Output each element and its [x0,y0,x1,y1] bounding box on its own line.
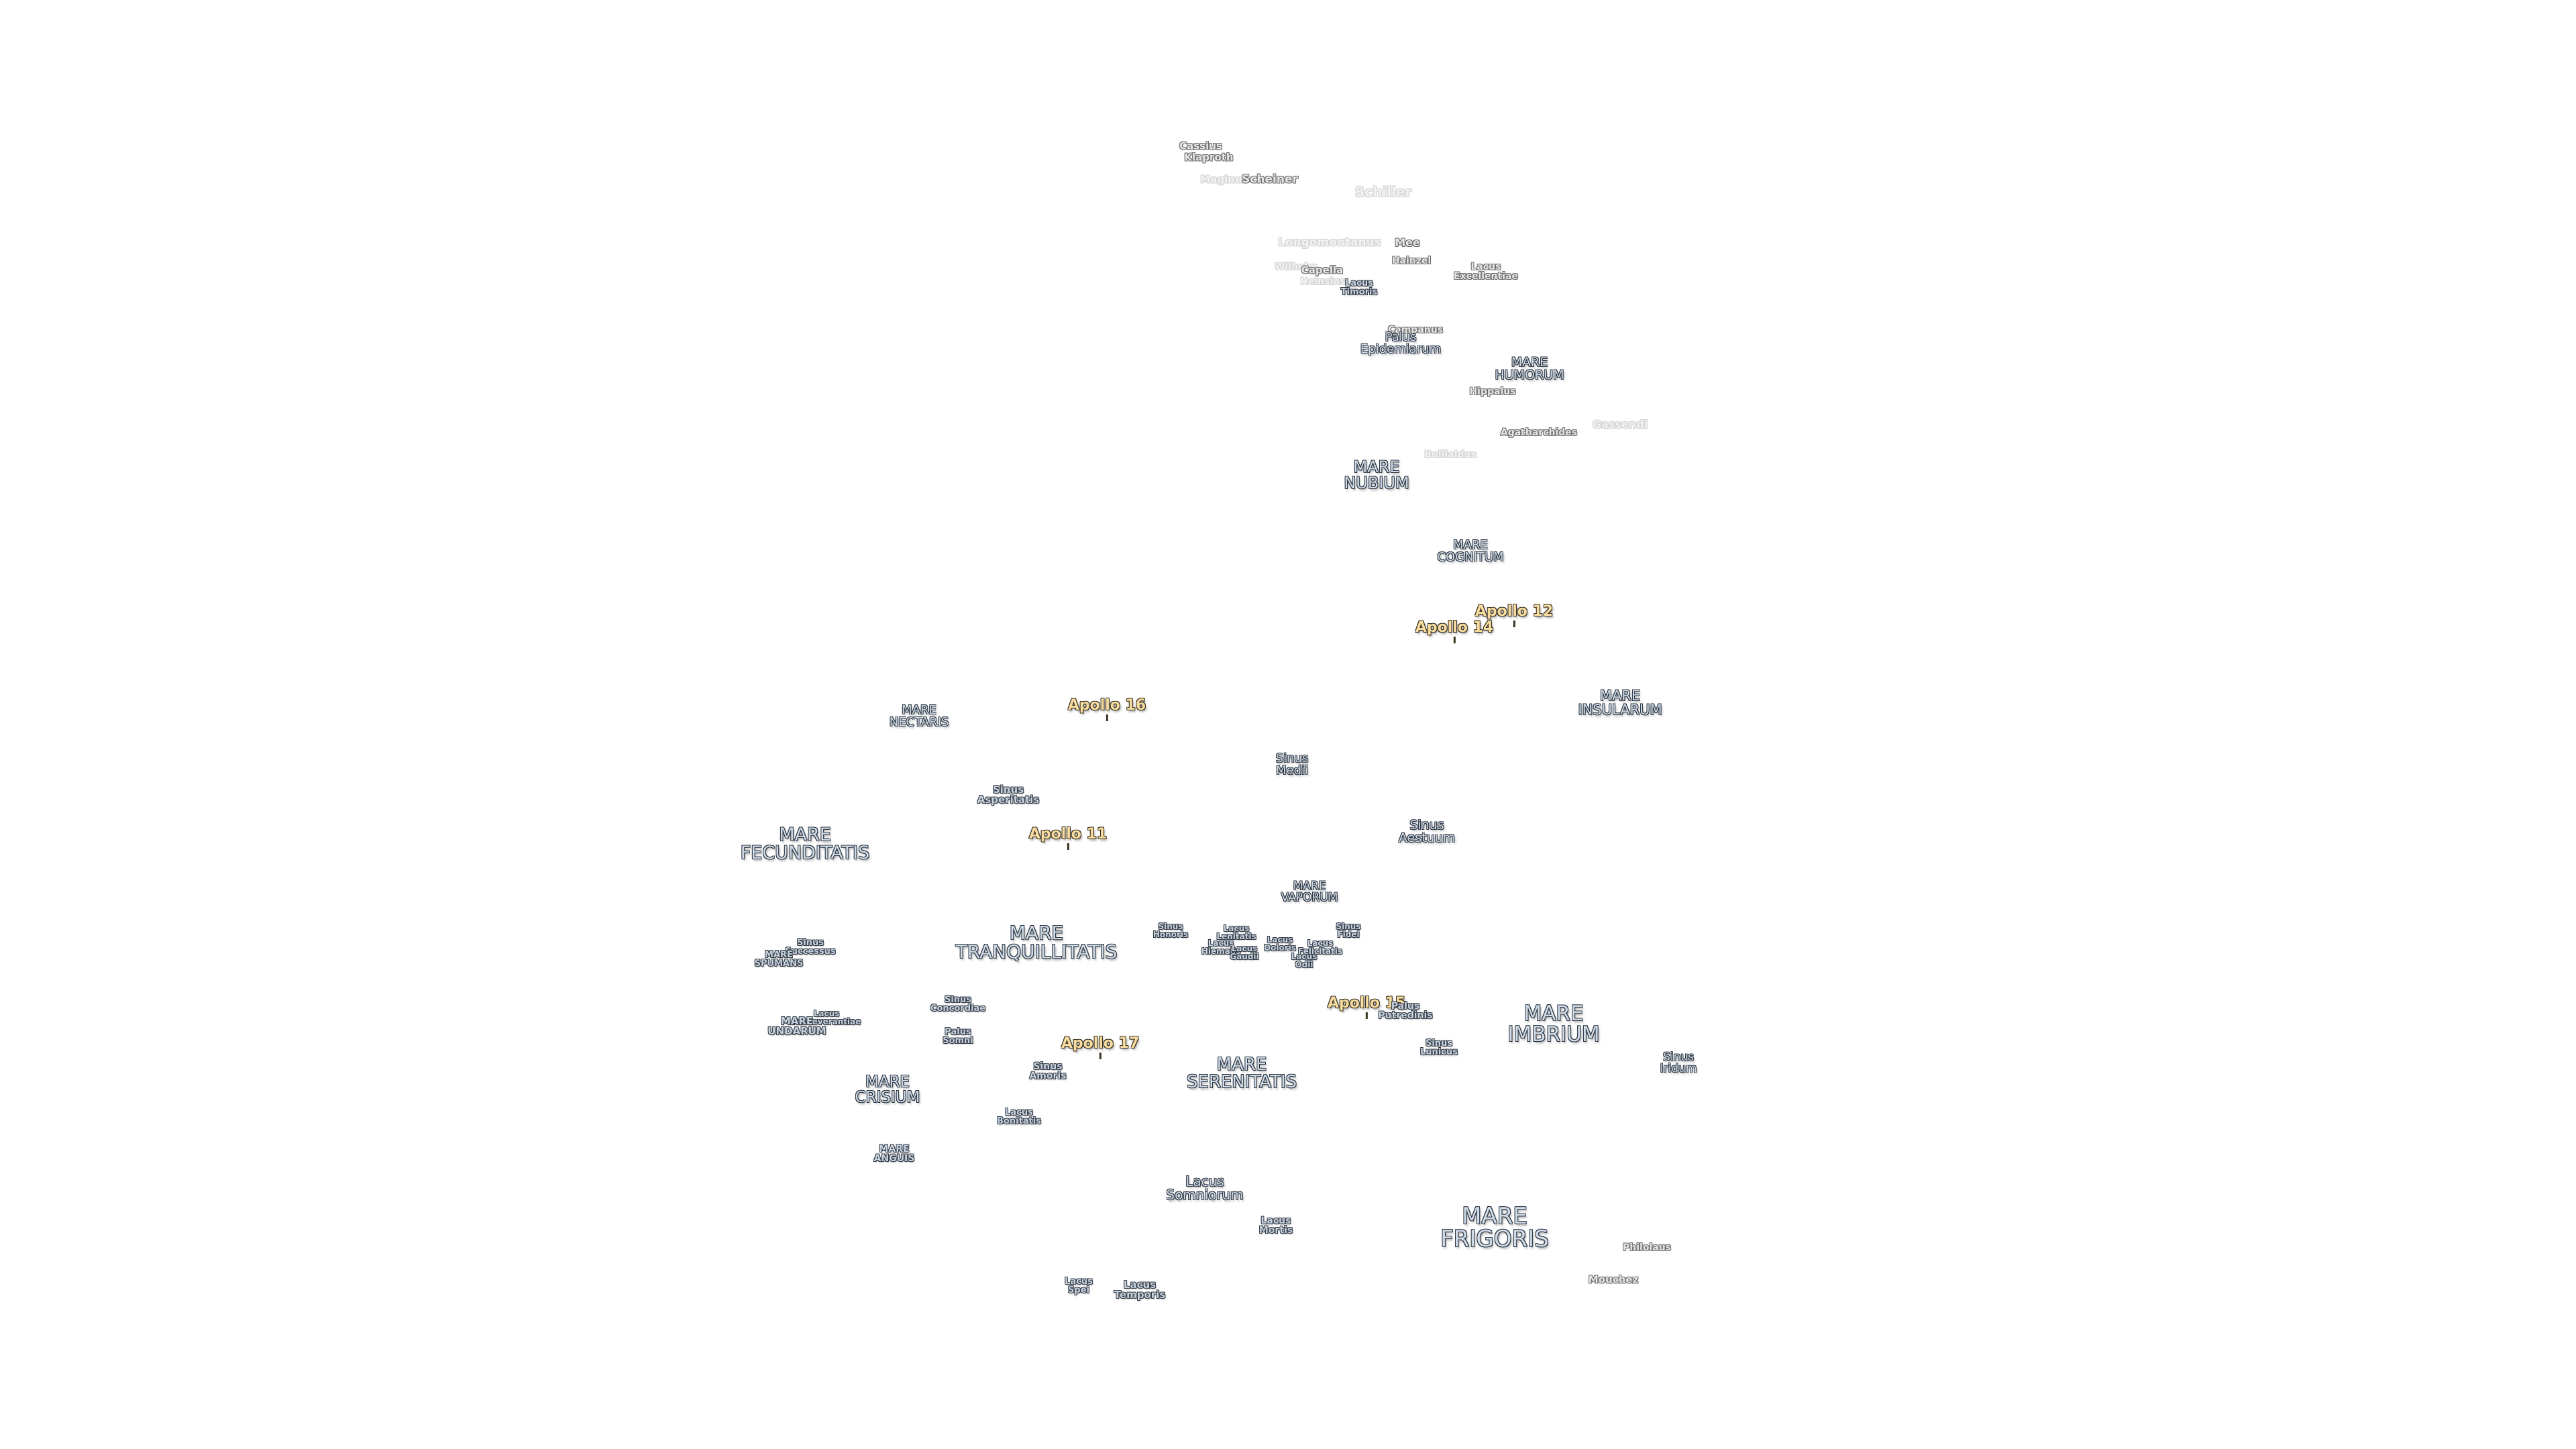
apollo-14-site: Apollo 14 [1415,621,1493,643]
crater-bullialdus: Bullialdus [1424,449,1477,460]
crater-klaproth: Klaproth [1184,151,1234,164]
crater-longomontanus: Longomontanus [1278,235,1381,250]
apollo-17-site: Apollo 17 [1061,1036,1139,1059]
crater-philolaus: Philolaus [1623,1242,1671,1253]
crater-heinsius: Heinsius [1300,276,1346,287]
crater-campanus: Campanus [1387,325,1444,335]
apollo-12-marker [1513,621,1515,627]
apollo-15-site: Apollo 15 [1328,996,1405,1019]
apollo-17-marker [1099,1053,1102,1059]
crater-capella: Capella [1301,264,1344,276]
apollo-14-marker [1453,637,1456,643]
crater-hainzel: Hainzel [1391,256,1432,266]
crater-schiller: Schiller [1354,184,1412,200]
apollo-16-marker [1106,714,1108,721]
crater-hippalus: Hippalus [1469,386,1516,397]
apollo-12-site: Apollo 12 [1475,604,1553,627]
crater-cassius: Cassius [1179,140,1222,152]
apollo-15-marker [1365,1012,1368,1019]
crater-mee: Mee [1395,236,1420,249]
crater-maginus: Maginus [1200,173,1248,186]
crater-scheiner: Scheiner [1242,172,1298,186]
crater-agatharchides: Agatharchides [1500,427,1578,438]
apollo-11-site: Apollo 11 [1029,827,1107,850]
crater-wilhelm: Wilhelm [1275,262,1318,272]
crater-gassendi: Gassendi [1592,418,1648,431]
apollo-16-site: Apollo 16 [1068,698,1146,721]
apollo-11-marker [1067,843,1069,850]
crater-mouchez: Mouchez [1588,1273,1639,1286]
